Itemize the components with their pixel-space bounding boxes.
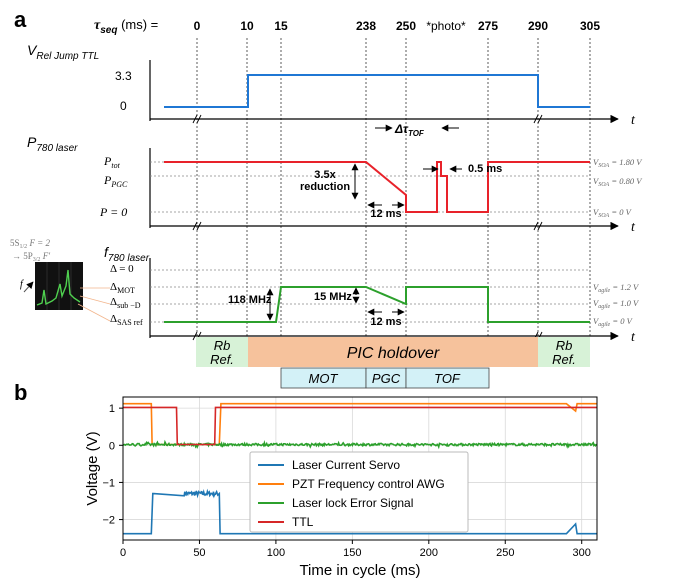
freq-trace bbox=[164, 286, 590, 323]
y-tick-label-0: 1 bbox=[109, 403, 115, 415]
y-tick-label-1: 0 bbox=[109, 440, 115, 452]
power-level-zero: P = 0 bbox=[99, 205, 127, 219]
x-tick-label-5: 250 bbox=[496, 547, 514, 559]
tof-phase-label: TOF bbox=[434, 371, 461, 386]
legend-label-1: PZT Frequency control AWG bbox=[292, 477, 445, 491]
inset-transition-2: → 5P3/2 F′ bbox=[12, 251, 51, 263]
x-tick-label-0: 0 bbox=[120, 547, 126, 559]
time-tick-8: 305 bbox=[580, 19, 600, 33]
reduction-label-line2: reduction bbox=[300, 181, 350, 193]
inset-transition-1: 5S1/2 F = 2 bbox=[10, 238, 51, 250]
ttl-trace bbox=[164, 74, 590, 108]
rb-right-line2: Ref. bbox=[552, 352, 576, 367]
soa-label-3: VSOA = 0 V bbox=[593, 207, 633, 219]
power-level-ppgc: PPGC bbox=[103, 173, 128, 189]
time-tick-3: 238 bbox=[356, 19, 376, 33]
freq-level-subd: Δsub −D bbox=[110, 296, 141, 310]
x-tick-label-1: 50 bbox=[193, 547, 205, 559]
power-ramp-label: 12 ms bbox=[370, 208, 401, 220]
power-trace bbox=[164, 161, 590, 213]
freq-level-zero: Δ = 0 bbox=[110, 263, 134, 275]
agile-label-2: Vagile = 1.0 V bbox=[593, 298, 640, 310]
tau-seq-label: τseq (ms) = bbox=[94, 17, 158, 36]
y-tick-label-3: −2 bbox=[102, 515, 115, 527]
agile-label-3: Vagile = 0 V bbox=[593, 316, 634, 328]
rb-right-line1: Rb bbox=[556, 338, 573, 353]
x-tick-label-3: 150 bbox=[343, 547, 361, 559]
time-tick-2: 15 bbox=[274, 19, 288, 33]
legend-box bbox=[249, 451, 469, 533]
panel-label-a: a bbox=[14, 7, 27, 32]
time-tick-5: *photo* bbox=[426, 19, 466, 33]
time-tick-labels: 0 10 15 238 250 *photo* 275 290 305 bbox=[194, 19, 601, 33]
time-tick-7: 290 bbox=[528, 19, 548, 33]
mot-label: MOT bbox=[309, 371, 339, 386]
pgc-label: PGC bbox=[372, 371, 401, 386]
inset-f-label: f bbox=[20, 279, 24, 290]
rb-left-line2: Ref. bbox=[210, 352, 234, 367]
x-axis-title: Time in cycle (ms) bbox=[299, 562, 420, 579]
x-tick-label-4: 200 bbox=[420, 547, 438, 559]
agile-label-1: Vagile = 1.2 V bbox=[593, 282, 640, 294]
phase-rb-ref-right bbox=[538, 337, 590, 367]
power-level-ptot: Ptot bbox=[103, 154, 121, 170]
power-t-label: t bbox=[631, 220, 636, 235]
reduction-label-line1: 3.5x bbox=[314, 169, 336, 181]
plot-frame bbox=[122, 396, 598, 541]
y-tick-label-2: −1 bbox=[102, 477, 115, 489]
soa-label-2: VSOA = 0.80 V bbox=[593, 176, 643, 188]
phase-blocks: Rb Ref. PIC holdover Rb Ref. MOT PGC TOF bbox=[196, 337, 590, 389]
phase-rb-ref-left bbox=[196, 337, 248, 367]
phase-tof bbox=[405, 367, 490, 389]
ttl-axis-label: VRel Jump TTL bbox=[27, 42, 99, 62]
ttl-subplot: VRel Jump TTL 3.3 0 t bbox=[27, 42, 636, 128]
series-line-0 bbox=[123, 488, 597, 535]
ttl-t-label: t bbox=[631, 113, 636, 128]
power-axis-label: P780 laser bbox=[27, 134, 78, 154]
time-tick-6: 275 bbox=[478, 19, 498, 33]
freq-ramp-label: 12 ms bbox=[370, 316, 401, 328]
soa-label-1: VSOA = 1.80 V bbox=[593, 157, 643, 169]
x-tick-label-6: 300 bbox=[573, 547, 591, 559]
power-subplot: P780 laser Ptot PPGC P = 0 t ΔτTOF 3.5x … bbox=[27, 122, 643, 235]
inset-connector-2 bbox=[79, 295, 111, 305]
time-tick-0: 0 bbox=[194, 19, 201, 33]
inset-connector-3 bbox=[77, 303, 111, 322]
freq-t-label: t bbox=[631, 330, 636, 345]
ttl-level-low: 0 bbox=[120, 99, 127, 113]
series-line-3 bbox=[123, 406, 597, 446]
y-axis-title: Voltage (V) bbox=[84, 431, 101, 505]
time-tick-4: 250 bbox=[396, 19, 416, 33]
inset-f-arrow bbox=[23, 281, 34, 293]
legend-label-3: TTL bbox=[292, 515, 314, 529]
freq-level-sasref: ΔSAS ref bbox=[110, 313, 143, 327]
legend-label-2: Laser lock Error Signal bbox=[292, 496, 413, 510]
freq-subplot: f780 laser t Δ = 0 ΔMOT Δsub −D ΔSAS ref… bbox=[104, 244, 640, 345]
step-label: 15 MHz bbox=[314, 291, 352, 303]
tof-label: ΔτTOF bbox=[394, 122, 425, 138]
freq-axis-label: f780 laser bbox=[104, 244, 150, 264]
ttl-level-high: 3.3 bbox=[115, 69, 132, 83]
x-tick-label-2: 100 bbox=[267, 547, 285, 559]
holdover-label: PIC holdover bbox=[347, 345, 440, 362]
phase-pic-holdover bbox=[248, 337, 538, 367]
pulse-label: 0.5 ms bbox=[468, 163, 502, 175]
spectrum-inset: 5S1/2 F = 2 → 5P3/2 F′ f bbox=[10, 238, 111, 322]
panel-label-b: b bbox=[14, 380, 27, 405]
freq-level-mot: ΔMOT bbox=[110, 281, 135, 295]
inset-spectrum bbox=[36, 269, 81, 306]
legend-label-0: Laser Current Servo bbox=[292, 458, 400, 472]
time-tick-1: 10 bbox=[240, 19, 254, 33]
jump-label: 118 MHz bbox=[228, 294, 272, 306]
rb-left-line1: Rb bbox=[214, 338, 231, 353]
